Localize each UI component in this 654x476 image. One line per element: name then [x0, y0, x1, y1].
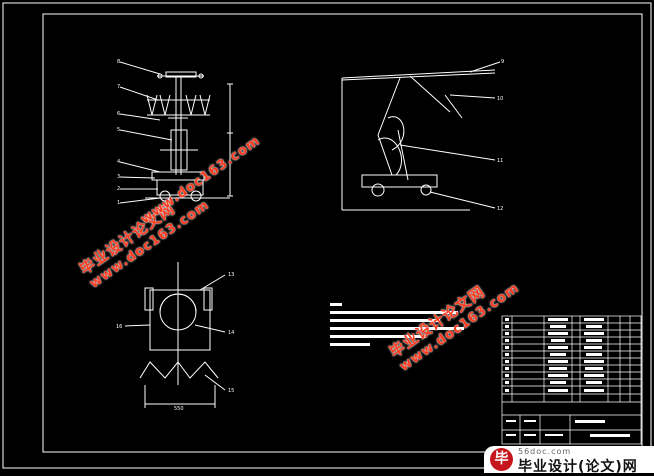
front-view — [119, 61, 233, 204]
front-label-3: 3 — [117, 174, 120, 180]
brand-badge[interactable]: 毕 56doc.com 毕业设计(论文)网 — [484, 446, 654, 475]
front-label-1: 1 — [117, 200, 120, 206]
bottom-label-14: 14 — [228, 330, 234, 336]
technical-notes — [330, 303, 464, 346]
brand-domain: 56doc.com — [518, 447, 572, 456]
side-label-11: 11 — [497, 158, 503, 164]
side-label-10: 10 — [497, 96, 503, 102]
brand-name: 毕业设计(论文)网 — [518, 459, 638, 475]
side-view — [341, 61, 501, 211]
title-block-fills — [505, 318, 630, 437]
bottom-label-15: 15 — [228, 388, 234, 394]
front-view-labels: 8 7 6 5 4 3 2 1 — [117, 59, 120, 206]
front-label-2: 2 — [117, 186, 120, 192]
side-view-labels: 9 10 11 12 — [497, 59, 504, 212]
title-block — [501, 315, 642, 445]
front-label-8: 8 — [117, 59, 120, 65]
bottom-view — [124, 262, 226, 408]
side-label-12: 12 — [497, 206, 503, 212]
sheet-outer-border — [2, 2, 652, 469]
bottom-view-labels: 13 14 15 16 550 — [116, 272, 234, 412]
front-label-6: 6 — [117, 111, 120, 117]
bottom-label-16: 16 — [116, 324, 122, 330]
bottom-dimension: 550 — [174, 406, 184, 412]
side-label-9: 9 — [501, 59, 504, 65]
bottom-label-13: 13 — [228, 272, 234, 278]
front-label-7: 7 — [117, 84, 120, 90]
sheet-inner-frame — [42, 13, 643, 453]
brand-logo-icon: 毕 — [490, 448, 513, 471]
front-label-5: 5 — [117, 127, 120, 133]
front-label-4: 4 — [117, 159, 120, 165]
